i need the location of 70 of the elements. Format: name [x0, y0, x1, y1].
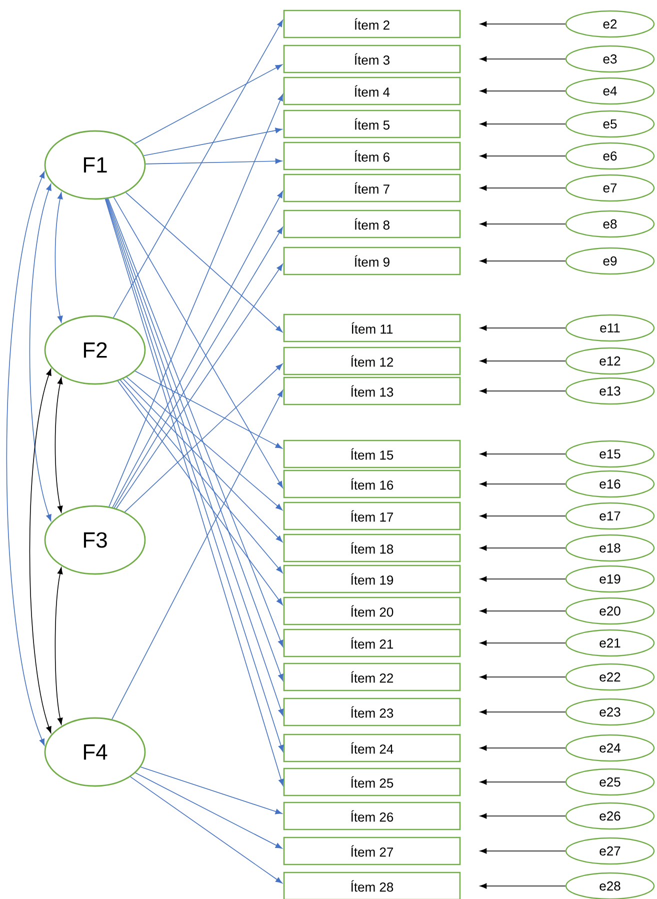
- item-box: Ítem 11: [283, 314, 461, 342]
- item-box: Ítem 21: [283, 628, 461, 658]
- item-box: Ítem 26: [283, 802, 461, 830]
- error-arrow: [480, 709, 566, 715]
- error-arrow: [480, 221, 566, 227]
- item-box: Ítem 18: [283, 534, 461, 562]
- error-arrow: [480, 258, 566, 264]
- covariance-arrow: [54, 192, 63, 323]
- covariance-arrow: [54, 377, 63, 513]
- item-box: Ítem 17: [283, 502, 461, 530]
- loading-arrow: [112, 390, 283, 720]
- error-arrow: [480, 88, 566, 94]
- loading-arrow: [134, 370, 282, 449]
- covariance-arrow: [29, 368, 52, 734]
- loading-arrow: [134, 64, 282, 144]
- loading-arrow: [117, 380, 283, 606]
- error-arrow: [480, 779, 566, 785]
- error-arrow: [480, 576, 566, 582]
- item-box: Ítem 19: [283, 564, 461, 594]
- error-arrow: [480, 388, 566, 394]
- item-box: Ítem 16: [283, 470, 461, 498]
- error-arrow: [480, 745, 566, 751]
- loading-arrow: [108, 94, 284, 508]
- error-arrow: [480, 513, 566, 519]
- item-box: Ítem 3: [283, 44, 461, 74]
- item-box: Ítem 8: [283, 210, 461, 238]
- error-arrow: [480, 640, 566, 646]
- item-box: Ítem 7: [283, 174, 461, 202]
- error-arrow: [480, 358, 566, 364]
- error-arrow: [480, 153, 566, 159]
- error-arrow: [480, 185, 566, 191]
- item-box: Ítem 28: [283, 872, 461, 899]
- error-arrow: [480, 21, 566, 27]
- item-box: Ítem 5: [283, 110, 461, 138]
- error-arrow: [480, 481, 566, 487]
- item-box: Ítem 2: [283, 10, 461, 38]
- loading-arrow: [140, 766, 282, 814]
- error-arrow: [480, 121, 566, 127]
- loading-arrow: [120, 380, 283, 574]
- loading-arrow: [145, 158, 282, 164]
- item-box: Ítem 15: [283, 440, 461, 468]
- error-arrow: [480, 883, 566, 889]
- error-arrow: [480, 451, 566, 457]
- item-box: Ítem 9: [283, 246, 461, 276]
- covariance-arrow: [54, 567, 63, 725]
- error-arrow: [480, 608, 566, 614]
- error-arrow: [480, 56, 566, 62]
- loading-arrow: [135, 772, 282, 849]
- loading-arrow: [130, 776, 282, 884]
- item-box: Ítem 13: [283, 376, 461, 406]
- error-arrow: [480, 545, 566, 551]
- item-box: Ítem 27: [283, 836, 461, 866]
- item-box: Ítem 12: [283, 346, 461, 376]
- item-box: Ítem 23: [283, 698, 461, 726]
- loading-arrow: [143, 128, 282, 156]
- item-box: Ítem 24: [283, 734, 461, 762]
- error-arrow: [480, 674, 566, 680]
- error-arrow: [480, 813, 566, 819]
- item-box: Ítem 20: [283, 596, 461, 626]
- covariance-arrow: [29, 184, 52, 522]
- item-box: Ítem 4: [283, 76, 461, 106]
- item-box: Ítem 6: [283, 142, 461, 170]
- error-arrow: [480, 325, 566, 331]
- loading-arrow: [125, 192, 283, 332]
- error-arrow: [480, 848, 566, 854]
- item-box: Ítem 22: [283, 662, 461, 692]
- item-box: Ítem 25: [283, 768, 461, 796]
- loading-arrow: [113, 20, 283, 318]
- loading-arrow: [122, 378, 283, 542]
- covariance-arrow: [6, 171, 45, 746]
